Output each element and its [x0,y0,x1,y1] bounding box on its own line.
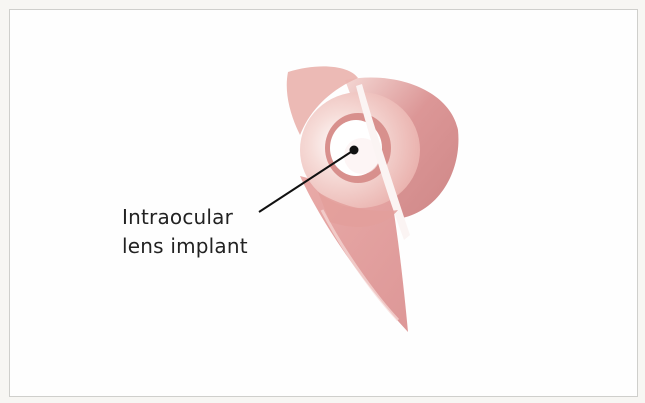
annotation-line-2: lens implant [122,232,302,261]
annotation-label: Intraocular lens implant [122,203,302,261]
annotation-line-1: Intraocular [122,203,302,232]
leader-dot [350,146,359,155]
